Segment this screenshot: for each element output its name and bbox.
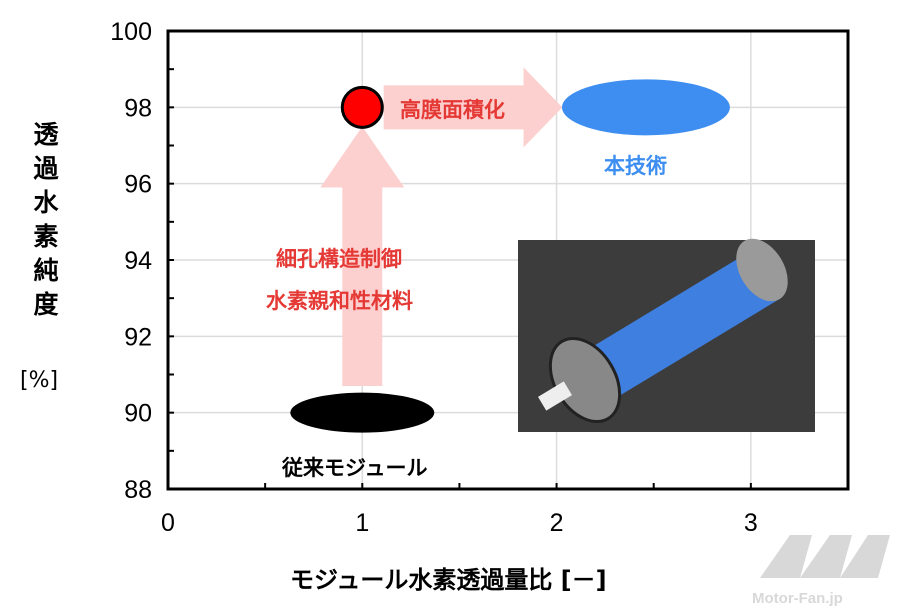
module-end-cap (736, 238, 788, 302)
membrane-module-photo (518, 238, 815, 432)
y-tick-label: 100 (110, 18, 152, 46)
x-tick-label: 3 (744, 509, 758, 537)
label-conventional: 従来モジュール (282, 456, 428, 480)
y-tick-label: 96 (124, 171, 152, 199)
y-axis-unit: [%] (20, 368, 59, 393)
arrow-up (320, 126, 405, 386)
x-tick-label: 2 (550, 509, 564, 537)
module-nozzle (538, 381, 572, 411)
x-tick-label: 0 (161, 509, 175, 537)
annotation-pore-line1: 細孔構造制御 (276, 247, 402, 271)
logo-mark (760, 535, 890, 578)
point-conventional-module (290, 392, 435, 433)
y-axis-label: 透過水素純度 (33, 120, 59, 319)
x-tick-label: 1 (355, 509, 369, 537)
point-improved (340, 85, 384, 129)
y-tick-label: 92 (124, 323, 152, 351)
logo-text: Motor-Fan.jp (752, 590, 843, 607)
y-tick-label: 98 (124, 94, 152, 122)
x-axis-label: モジュール水素透過量比 [－] (290, 566, 607, 594)
y-tick-label: 90 (124, 400, 152, 428)
annotation-pore-line2: 水素親和性材料 (266, 289, 413, 313)
point-new-technology (561, 79, 730, 136)
y-tick-label: 88 (124, 476, 152, 504)
y-tick-label: 94 (124, 247, 152, 275)
arrow-right (383, 67, 563, 148)
label-new-tech: 本技術 (604, 154, 667, 178)
annotation-area: 高膜面積化 (400, 98, 505, 122)
